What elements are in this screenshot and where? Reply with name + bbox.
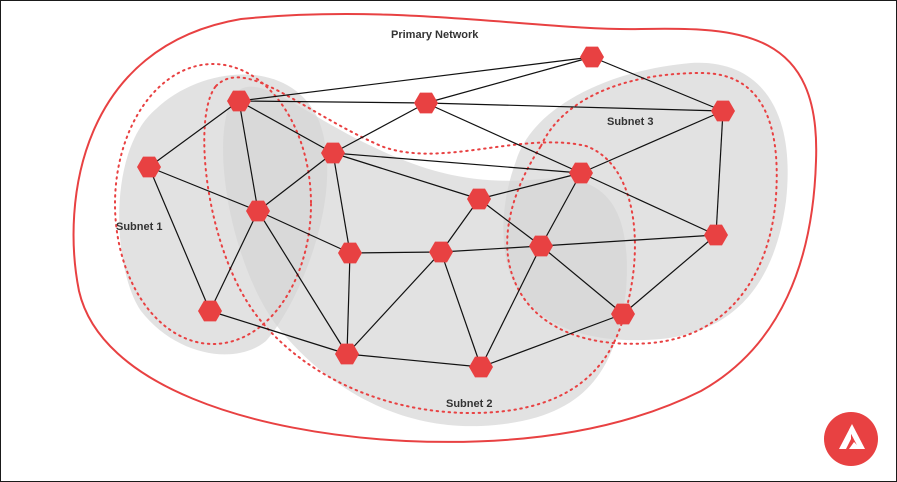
validator-node: [414, 92, 438, 114]
network-edge: [540, 245, 624, 315]
network-edge: [349, 251, 442, 254]
network-edge: [209, 310, 348, 355]
validator-node: [429, 241, 453, 263]
network-edge: [480, 313, 624, 368]
network-edge: [238, 100, 334, 154]
network-edge: [332, 152, 351, 254]
network-edge: [622, 234, 717, 315]
network-edge: [332, 102, 427, 154]
network-edge: [238, 100, 259, 212]
network-edge: [425, 102, 724, 112]
validator-node: [611, 303, 635, 325]
primary-network-label: Primary Network: [391, 29, 479, 41]
network-edge: [480, 245, 542, 368]
network-edge: [440, 245, 542, 253]
network-edge: [580, 172, 717, 236]
validator-node: [469, 356, 493, 378]
validator-node: [569, 162, 593, 184]
primary-network-outline: [72, 13, 818, 443]
validator-node: [227, 90, 251, 112]
validator-node: [467, 188, 491, 210]
network-edge: [440, 251, 482, 368]
network-edge: [346, 252, 351, 355]
subnet-1-label: Subnet 1: [116, 221, 162, 233]
validator-node: [711, 100, 735, 122]
subnet-shapes: [119, 62, 788, 427]
network-edge: [238, 100, 427, 104]
network-edge: [332, 152, 480, 200]
network-edge: [209, 210, 259, 312]
validator-node: [338, 242, 362, 264]
network-edge: [257, 210, 348, 355]
network-edge: [332, 152, 582, 174]
validator-node: [704, 224, 728, 246]
network-edge: [715, 110, 724, 236]
network-edges: [148, 56, 724, 368]
network-edge: [425, 56, 593, 104]
network-edge: [580, 110, 724, 174]
subnet-1-outline: [114, 63, 312, 345]
network-edge: [148, 166, 259, 212]
validator-node: [529, 235, 553, 257]
subnet-2-shape: [223, 86, 627, 427]
network-edge: [478, 172, 582, 200]
network-nodes: [137, 46, 735, 378]
network-edge: [148, 166, 211, 312]
validator-node: [335, 343, 359, 365]
subnet-3-outline: [506, 71, 778, 345]
validator-node: [246, 200, 270, 222]
subnet-3-label: Subnet 3: [607, 116, 653, 128]
network-edge: [540, 234, 717, 247]
subnet-2-outline: [203, 76, 636, 415]
subnet-3-shape: [503, 62, 788, 341]
subnet-2-label: Subnet 2: [446, 398, 492, 410]
subnet-outlines: [114, 63, 778, 415]
validator-node: [580, 46, 604, 68]
network-edge: [148, 100, 240, 168]
network-edge: [346, 251, 442, 355]
network-edge: [257, 210, 351, 254]
network-edge: [591, 56, 724, 112]
network-edge: [425, 102, 582, 174]
network-edge: [257, 152, 334, 212]
validator-node: [198, 300, 222, 322]
network-edge: [478, 198, 542, 247]
network-edge: [346, 353, 482, 368]
validator-node: [137, 156, 161, 178]
avalanche-logo-icon: [824, 412, 878, 466]
network-edge: [238, 56, 593, 102]
validator-node: [321, 142, 345, 164]
network-edge: [540, 172, 582, 247]
